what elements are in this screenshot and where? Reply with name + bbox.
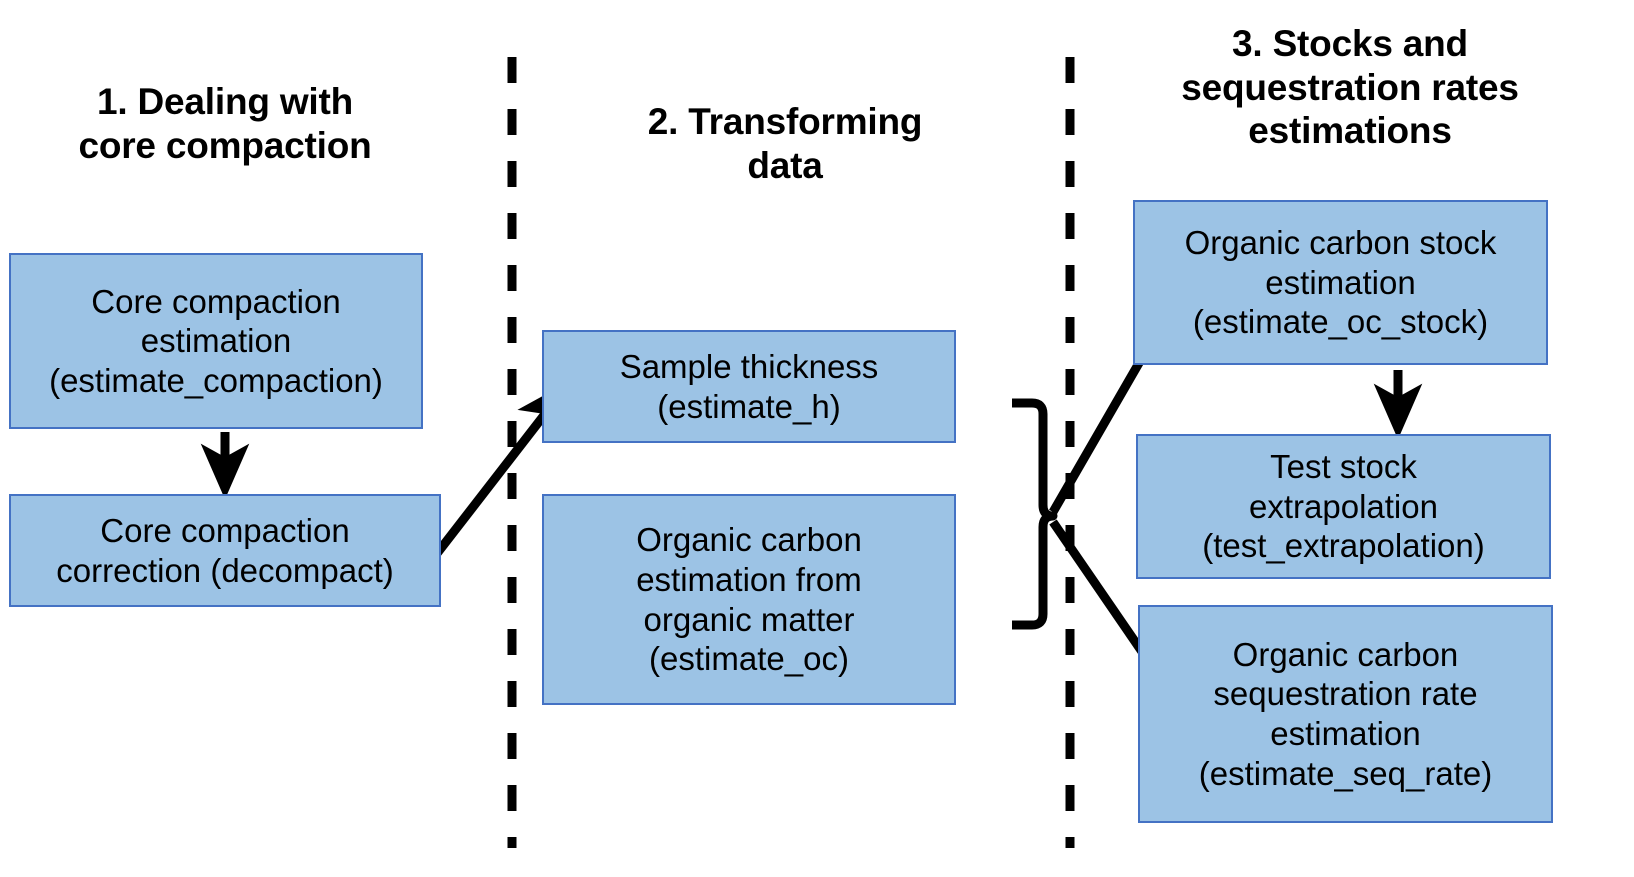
column-3-title: 3. Stocks and sequestration rates estima…	[1181, 23, 1519, 152]
box-decompact[interactable]: Core compaction correction (decompact)	[9, 494, 441, 607]
box-estimate-oc[interactable]: Organic carbon estimation from organic m…	[542, 494, 956, 705]
column-1-title: 1. Dealing with core compaction	[78, 81, 372, 166]
box-estimate-seq-rate[interactable]: Organic carbon sequestration rate estima…	[1138, 605, 1553, 823]
column-2-title: 2. Transforming data	[647, 101, 923, 186]
box-estimate-h[interactable]: Sample thickness (estimate_h)	[542, 330, 956, 443]
grouping-brace	[1012, 398, 1058, 630]
box-estimate-oc-stock[interactable]: Organic carbon stock estimation (estimat…	[1133, 200, 1548, 365]
box-test-extrapolation[interactable]: Test stock extrapolation (test_extrapola…	[1136, 434, 1551, 579]
box-estimate-compaction[interactable]: Core compaction estimation (estimate_com…	[9, 253, 423, 429]
